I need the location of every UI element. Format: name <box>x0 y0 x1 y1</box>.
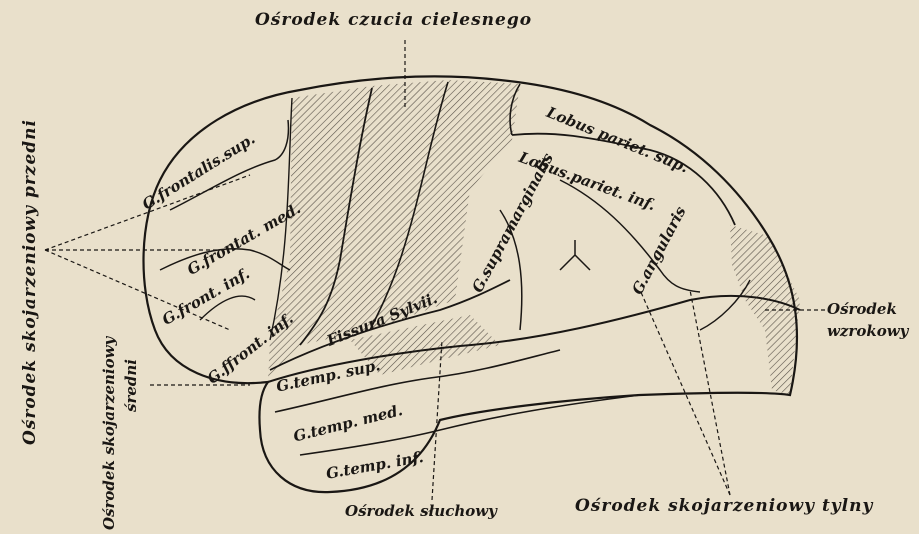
label-top-center: Ośrodek czucia cielesnego <box>255 12 532 29</box>
label-right-2: wzrokowy <box>827 324 908 339</box>
frontal-sup-sulcus <box>170 120 288 210</box>
label-left-bottom-2: średni <box>124 359 139 412</box>
label-left-bottom-1: Ośrodek skojarzeniowy <box>102 337 117 530</box>
label-right-1: Ośrodek <box>827 302 897 317</box>
label-left-vertical: Ośrodek skojarzeniowy przedni <box>22 119 39 445</box>
label-bottom-right: Ośrodek skojarzeniowy tylny <box>575 498 873 515</box>
label-bottom-mid: Ośrodek słuchowy <box>345 504 497 519</box>
angular-sulcus <box>560 240 590 270</box>
